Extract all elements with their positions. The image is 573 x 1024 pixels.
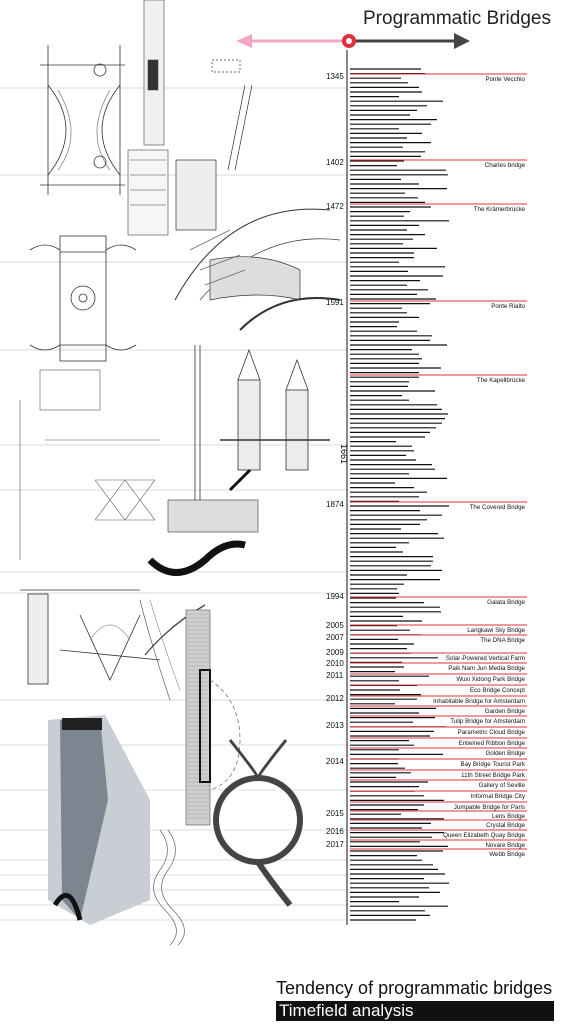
detail-sketches — [175, 59, 253, 231]
ring-bridge-drawing — [213, 739, 303, 907]
glass-tower-image — [48, 715, 150, 925]
bridge-label: Paik Nam Jun Media Bridge — [448, 665, 525, 672]
bridge-label: Charles bridge — [484, 162, 525, 169]
bridge-label: Golden Bridge — [485, 750, 525, 757]
year-label: 2014 — [326, 757, 344, 766]
year-label: 1591 — [326, 298, 344, 307]
rialto-perspective-sketch — [174, 208, 341, 331]
year-label: 2010 — [326, 659, 344, 668]
bridge-label: The DNA Bridge — [480, 637, 525, 644]
bridge-label: Garden Bridge — [484, 708, 525, 715]
year-label: 2013 — [326, 721, 344, 730]
bridge-label: Entwined Ribbon Bridge — [458, 740, 525, 747]
bridge-label: Bay Bridge Tourist Park — [460, 761, 525, 768]
bridge-label: Solar-Powered Vertical Farm — [445, 655, 525, 662]
timeline-data-lines — [350, 68, 449, 921]
year-label: 1472 — [326, 202, 344, 211]
time-arrow — [236, 33, 470, 49]
v-truss-bridge-drawing — [20, 589, 161, 685]
bridge-label: Inhabitable Bridge for Amsterdam — [433, 698, 525, 705]
bridge-label: Lens Bridge — [491, 813, 525, 820]
tower-section-drawing — [127, 0, 169, 236]
footer-heading: Tendency of programmatic bridges — [276, 978, 553, 998]
bridge-label: The Kapellbrücke — [476, 377, 525, 384]
footer-subheading: Timefield analysis — [276, 1001, 554, 1021]
bridge-label: Queen Elizabeth Quay Bridge — [443, 832, 525, 839]
ramp-sketch — [139, 599, 206, 701]
year-label: 1874 — [326, 500, 344, 509]
road-plan-drawing — [147, 468, 259, 576]
year-label: 1994 — [326, 592, 344, 601]
arch-bridge-drawing — [40, 45, 125, 195]
bridge-label: Eco Bridge Concept — [469, 687, 525, 694]
bridge-plan-drawing — [29, 235, 137, 362]
bridge-label: The Covered Bridge — [469, 504, 525, 511]
year-label: 1402 — [326, 158, 344, 167]
truss-section-drawing — [19, 369, 160, 560]
bridge-label: Ponte Vecchio — [485, 76, 525, 83]
year-label: 2015 — [326, 809, 344, 818]
year-label: 2012 — [326, 694, 344, 703]
bridge-label: 11th Street Bridge Park — [461, 772, 525, 779]
year-label: 2017 — [326, 840, 344, 849]
year-label: 2011 — [326, 671, 344, 680]
year-label: 2007 — [326, 633, 344, 642]
bridge-label: Novare Bridge — [485, 842, 525, 849]
gallery-strip-drawing — [185, 609, 241, 826]
bridge-label: Parametric Cloud Bridge — [457, 729, 525, 736]
year-label: 2016 — [326, 827, 344, 836]
tower-bridge-elevation — [194, 345, 330, 500]
bridge-label: Gallery of Seville — [478, 782, 525, 789]
bridge-label: Webb Bridge — [489, 851, 525, 858]
bridge-highlight-lines — [350, 73, 527, 850]
bridge-label: Informal Bridge City — [470, 793, 525, 800]
year-label: 2005 — [326, 621, 344, 630]
bridge-label: Langkawi Sky Bridge — [467, 627, 525, 634]
bridge-label: Tulip Bridge for Amsterdam — [450, 718, 525, 725]
year-label: 1345 — [326, 72, 344, 81]
bridge-label: Galata Bridge — [487, 599, 525, 606]
bridge-label: Wuxi Xidong Park Bridge — [456, 676, 525, 683]
bridge-label: Crystal Bridge — [486, 822, 525, 829]
s-curve-walkway — [153, 829, 185, 946]
page-title: Programmatic Bridges — [363, 8, 551, 29]
year-label: 2009 — [326, 648, 344, 657]
bridge-label: The Krämerbrücke — [473, 206, 525, 213]
bridge-label: Jumpable Bridge for Paris — [453, 804, 525, 811]
bridge-label: Ponte Rialto — [491, 303, 525, 310]
axis-marker-label: 1661 — [339, 444, 349, 465]
